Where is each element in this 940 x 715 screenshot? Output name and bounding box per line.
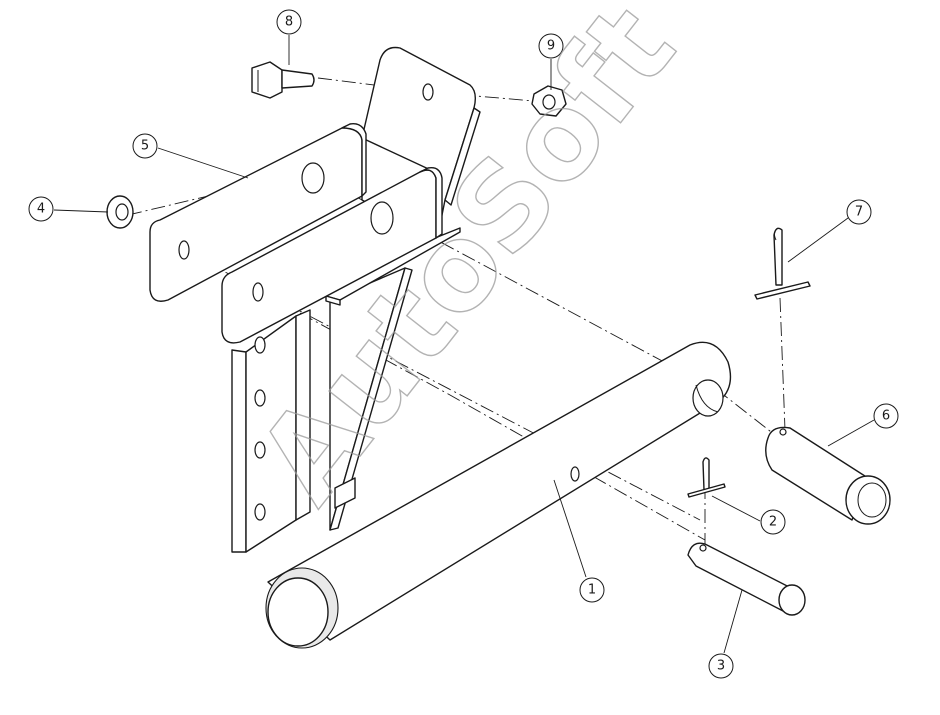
washer-4 xyxy=(106,195,134,229)
main-tube xyxy=(265,341,732,649)
callout-9: 9 xyxy=(538,33,564,59)
svg-text:8: 8 xyxy=(285,15,293,30)
svg-text:4: 4 xyxy=(37,202,45,217)
svg-text:3: 3 xyxy=(717,659,725,674)
callout-6: 6 xyxy=(873,403,899,429)
callout-7: 7 xyxy=(846,199,872,225)
callout-1: 1 xyxy=(579,577,605,603)
callout-2: 2 xyxy=(760,509,786,535)
gusset xyxy=(329,267,413,531)
callout-4: 4 xyxy=(28,196,54,222)
side-plate-back xyxy=(149,123,367,302)
leader-lines xyxy=(53,35,875,654)
callout-8: 8 xyxy=(276,9,302,35)
pin-3 xyxy=(687,542,806,616)
svg-text:1: 1 xyxy=(588,583,596,598)
svg-text:2: 2 xyxy=(769,515,777,530)
nut-9 xyxy=(531,85,567,117)
side-plate-front xyxy=(221,167,443,344)
callout-3: 3 xyxy=(708,653,734,679)
cotter-pin-7 xyxy=(754,227,811,300)
bolt-8 xyxy=(251,61,315,99)
cotter-pin-2 xyxy=(687,457,726,498)
upper-bracket xyxy=(361,46,481,231)
callout-5: 5 xyxy=(132,133,158,159)
svg-text:9: 9 xyxy=(547,39,555,54)
svg-text:5: 5 xyxy=(141,139,149,154)
mount-plate xyxy=(231,309,311,553)
svg-text:6: 6 xyxy=(882,409,890,424)
svg-text:7: 7 xyxy=(855,205,863,220)
pin-6 xyxy=(765,426,891,525)
